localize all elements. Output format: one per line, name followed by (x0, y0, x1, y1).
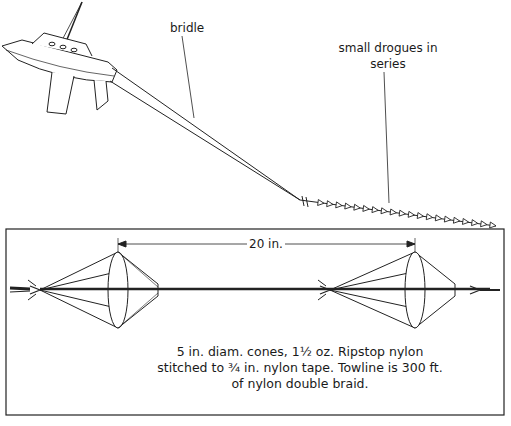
part-label: small drogues in series (336, 40, 440, 72)
drogue-detail (10, 252, 500, 328)
small-drogue (318, 200, 324, 206)
small-drogue (381, 208, 387, 214)
small-drogue (345, 203, 351, 209)
leader-line (182, 36, 194, 118)
inset-frame (6, 229, 504, 415)
drogue-series (318, 200, 496, 228)
small-drogue (444, 216, 450, 222)
small-drogue (336, 202, 342, 208)
note-text: 5 in. diam. cones, 1½ oz. Ripstop nylon … (148, 344, 452, 392)
small-drogue (481, 221, 487, 227)
small-drogue (354, 204, 360, 210)
small-drogue (372, 207, 378, 213)
dimension-label: 20 in. (247, 236, 285, 252)
small-drogue (408, 211, 414, 217)
small-drogue (472, 220, 478, 226)
small-drogue (399, 210, 405, 216)
small-drogue (426, 214, 432, 220)
small-drogue (327, 201, 333, 207)
sailboat (2, 2, 117, 114)
small-drogue (390, 209, 396, 215)
leader-line (384, 72, 389, 203)
small-drogue (462, 218, 468, 224)
small-drogue (435, 215, 441, 221)
small-drogue (453, 217, 459, 223)
part-label: bridle (168, 20, 206, 36)
small-drogue (490, 222, 496, 228)
small-drogue (417, 213, 423, 219)
small-drogue (363, 205, 369, 211)
